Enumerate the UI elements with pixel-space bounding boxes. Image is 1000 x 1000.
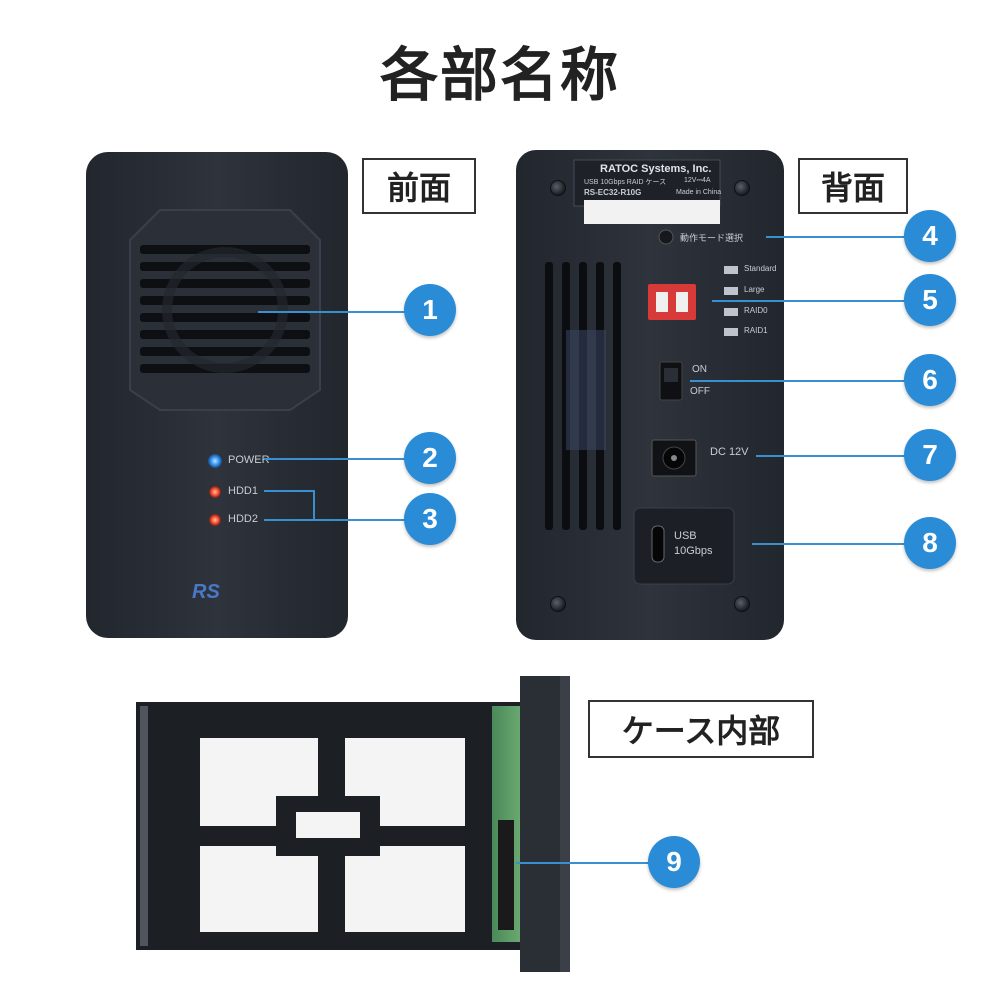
- callout-badge-1: 1: [404, 284, 456, 336]
- front-panel-body: RS: [86, 152, 348, 638]
- callout-badge-2: 2: [404, 432, 456, 484]
- callout-badge-9: 9: [648, 836, 700, 888]
- dip-mode-large: Large: [744, 285, 765, 294]
- screw-icon: [550, 596, 566, 612]
- callout-line-2: [264, 458, 408, 460]
- dip-mode-raid0: RAID0: [744, 306, 768, 315]
- callout-badge-3: 3: [404, 493, 456, 545]
- callout-badge-8: 8: [904, 517, 956, 569]
- callout-line-3b: [264, 519, 408, 521]
- tray-body: [136, 676, 570, 972]
- switch-off-label: OFF: [690, 386, 710, 397]
- callout-line-5: [712, 300, 908, 302]
- back-section-label: 背面: [798, 158, 908, 214]
- dip-mode-standard: Standard: [744, 264, 777, 273]
- callout-line-3a: [264, 490, 314, 492]
- callout-badge-5: 5: [904, 274, 956, 326]
- usb-label: USB: [674, 530, 697, 542]
- callout-badge-7: 7: [904, 429, 956, 481]
- inside-section-label: ケース内部: [588, 700, 814, 758]
- mode-select-label: 動作モード選択: [680, 233, 744, 243]
- hdd1-led-label: HDD1: [228, 485, 258, 497]
- callout-badge-4: 4: [904, 210, 956, 262]
- callout-line-1: [258, 311, 408, 313]
- model-label: RS-EC32-R10G: [584, 188, 642, 197]
- product-line-label: USB 10Gbps RAID ケース: [584, 179, 667, 186]
- power-led-label: POWER: [228, 454, 270, 466]
- screw-icon: [734, 596, 750, 612]
- usb-speed-label: 10Gbps: [674, 545, 713, 557]
- front-section-label: 前面: [362, 158, 476, 214]
- switch-on-label: ON: [692, 364, 707, 375]
- origin-label: Made in China: [676, 189, 722, 196]
- svg-text:RS: RS: [192, 581, 220, 603]
- callout-badge-6: 6: [904, 354, 956, 406]
- back-panel-body: [516, 150, 784, 640]
- callout-line-4: [766, 236, 908, 238]
- callout-line-7: [756, 455, 908, 457]
- screw-icon: [734, 180, 750, 196]
- callout-line-8: [752, 543, 908, 545]
- callout-line-6: [690, 380, 908, 382]
- hdd2-led-label: HDD2: [228, 513, 258, 525]
- brand-label: RATOC Systems, Inc.: [600, 163, 712, 175]
- dc-label: DC 12V: [710, 446, 749, 458]
- page-title: 各部名称: [379, 41, 620, 109]
- callout-line-3c: [313, 490, 315, 521]
- callout-line-9: [516, 862, 652, 864]
- product-spec-label: 12V⎓4A: [684, 177, 711, 184]
- dip-mode-raid1: RAID1: [744, 326, 768, 335]
- screw-icon: [550, 180, 566, 196]
